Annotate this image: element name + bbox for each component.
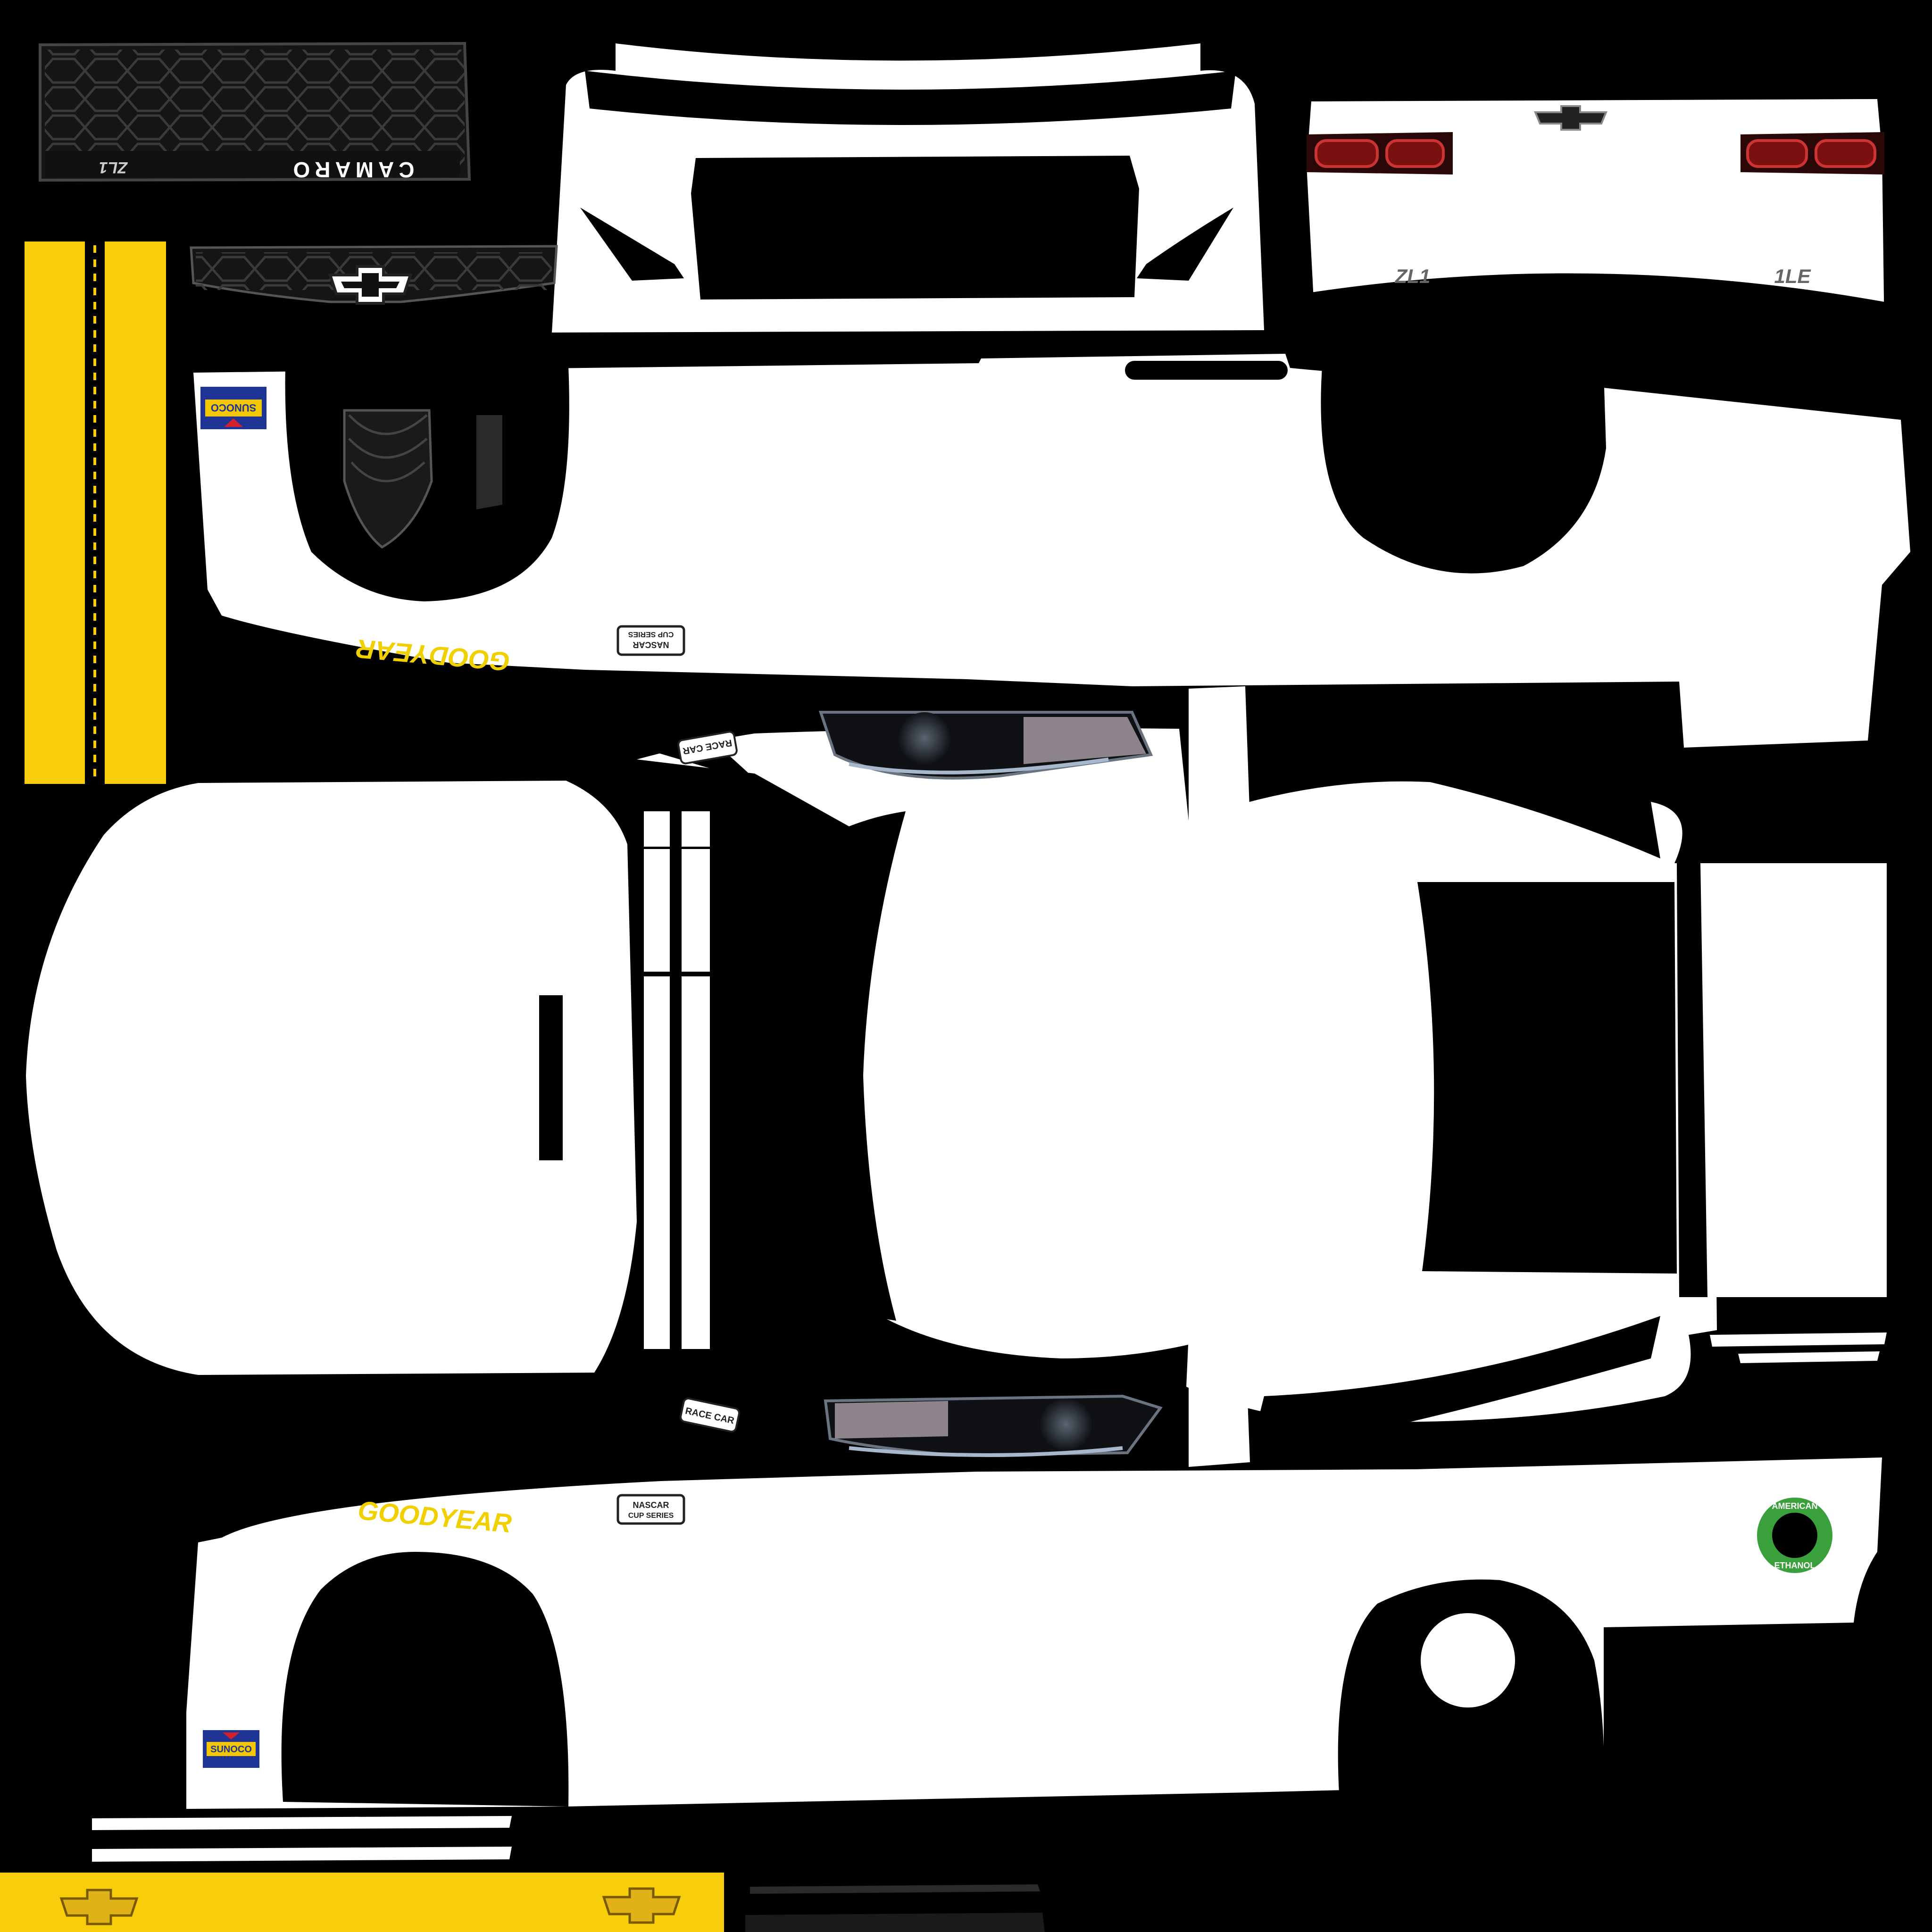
grille-bowtie-icon [328,265,413,305]
nascar-race-car-decal-upper: RACE CAR [677,731,738,765]
nascar-cup-decal-upper: NASCAR CUP SERIES [616,625,685,656]
lower-side-panel: SUNOCO GOODYEAR NASCAR CUP SERIES AMERIC… [186,1457,1882,1809]
nascar-cup-decal-lower: NASCAR CUP SERIES [616,1494,685,1525]
svg-text:NASCAR: NASCAR [633,640,669,650]
lower-headlight [824,1394,1163,1457]
upper-grille: CAMARO ZL1 [39,42,471,182]
svg-text:CUP SERIES: CUP SERIES [628,1512,674,1520]
svg-text:CUP SERIES: CUP SERIES [628,630,674,638]
svg-text:SUNOCO: SUNOCO [211,402,257,414]
upper-headlight [818,711,1153,780]
left-taillight [1307,132,1453,175]
side-skirt-strips [92,1332,1887,1862]
windshield-banner [0,1873,1045,1932]
chevrolet-bowtie-icon [1534,105,1607,131]
svg-text:NASCAR: NASCAR [633,1500,669,1510]
sunoco-decal-lower: SUNOCO [203,1730,259,1768]
yellow-windshield-stripe [25,242,166,784]
rear-zl1-badge: ZL1 [1395,265,1431,287]
front-bumper-panel [552,43,1264,333]
svg-text:SUNOCO: SUNOCO [210,1744,252,1755]
sunoco-decal-upper: SUNOCO [200,387,266,429]
hood-vent [343,409,502,549]
svg-text:ETHANOL: ETHANOL [1774,1561,1815,1570]
right-taillight [1740,132,1884,175]
fuel-filler-cap [1421,1613,1515,1707]
svg-text:AMERICAN: AMERICAN [1772,1501,1818,1511]
lower-grille [190,245,558,305]
nascar-race-car-decal-lower: RACE CAR [679,1397,741,1433]
roof-top-view [26,686,1887,1467]
banner-bowtie-left-icon [59,1889,139,1925]
rear-1le-badge: 1LE [1774,265,1811,287]
american-ethanol-decal: AMERICAN ETHANOL [1757,1498,1832,1573]
upper-side-panel: SUNOCO GOODYEAR NASCAR CUP SERIES [193,354,1910,748]
zl1-grille-badge: ZL1 [99,158,128,176]
banner-bowtie-right-icon [602,1887,681,1924]
camaro-grille-text: CAMARO [289,158,415,182]
rear-panel: ZL1 1LE [1307,99,1884,347]
